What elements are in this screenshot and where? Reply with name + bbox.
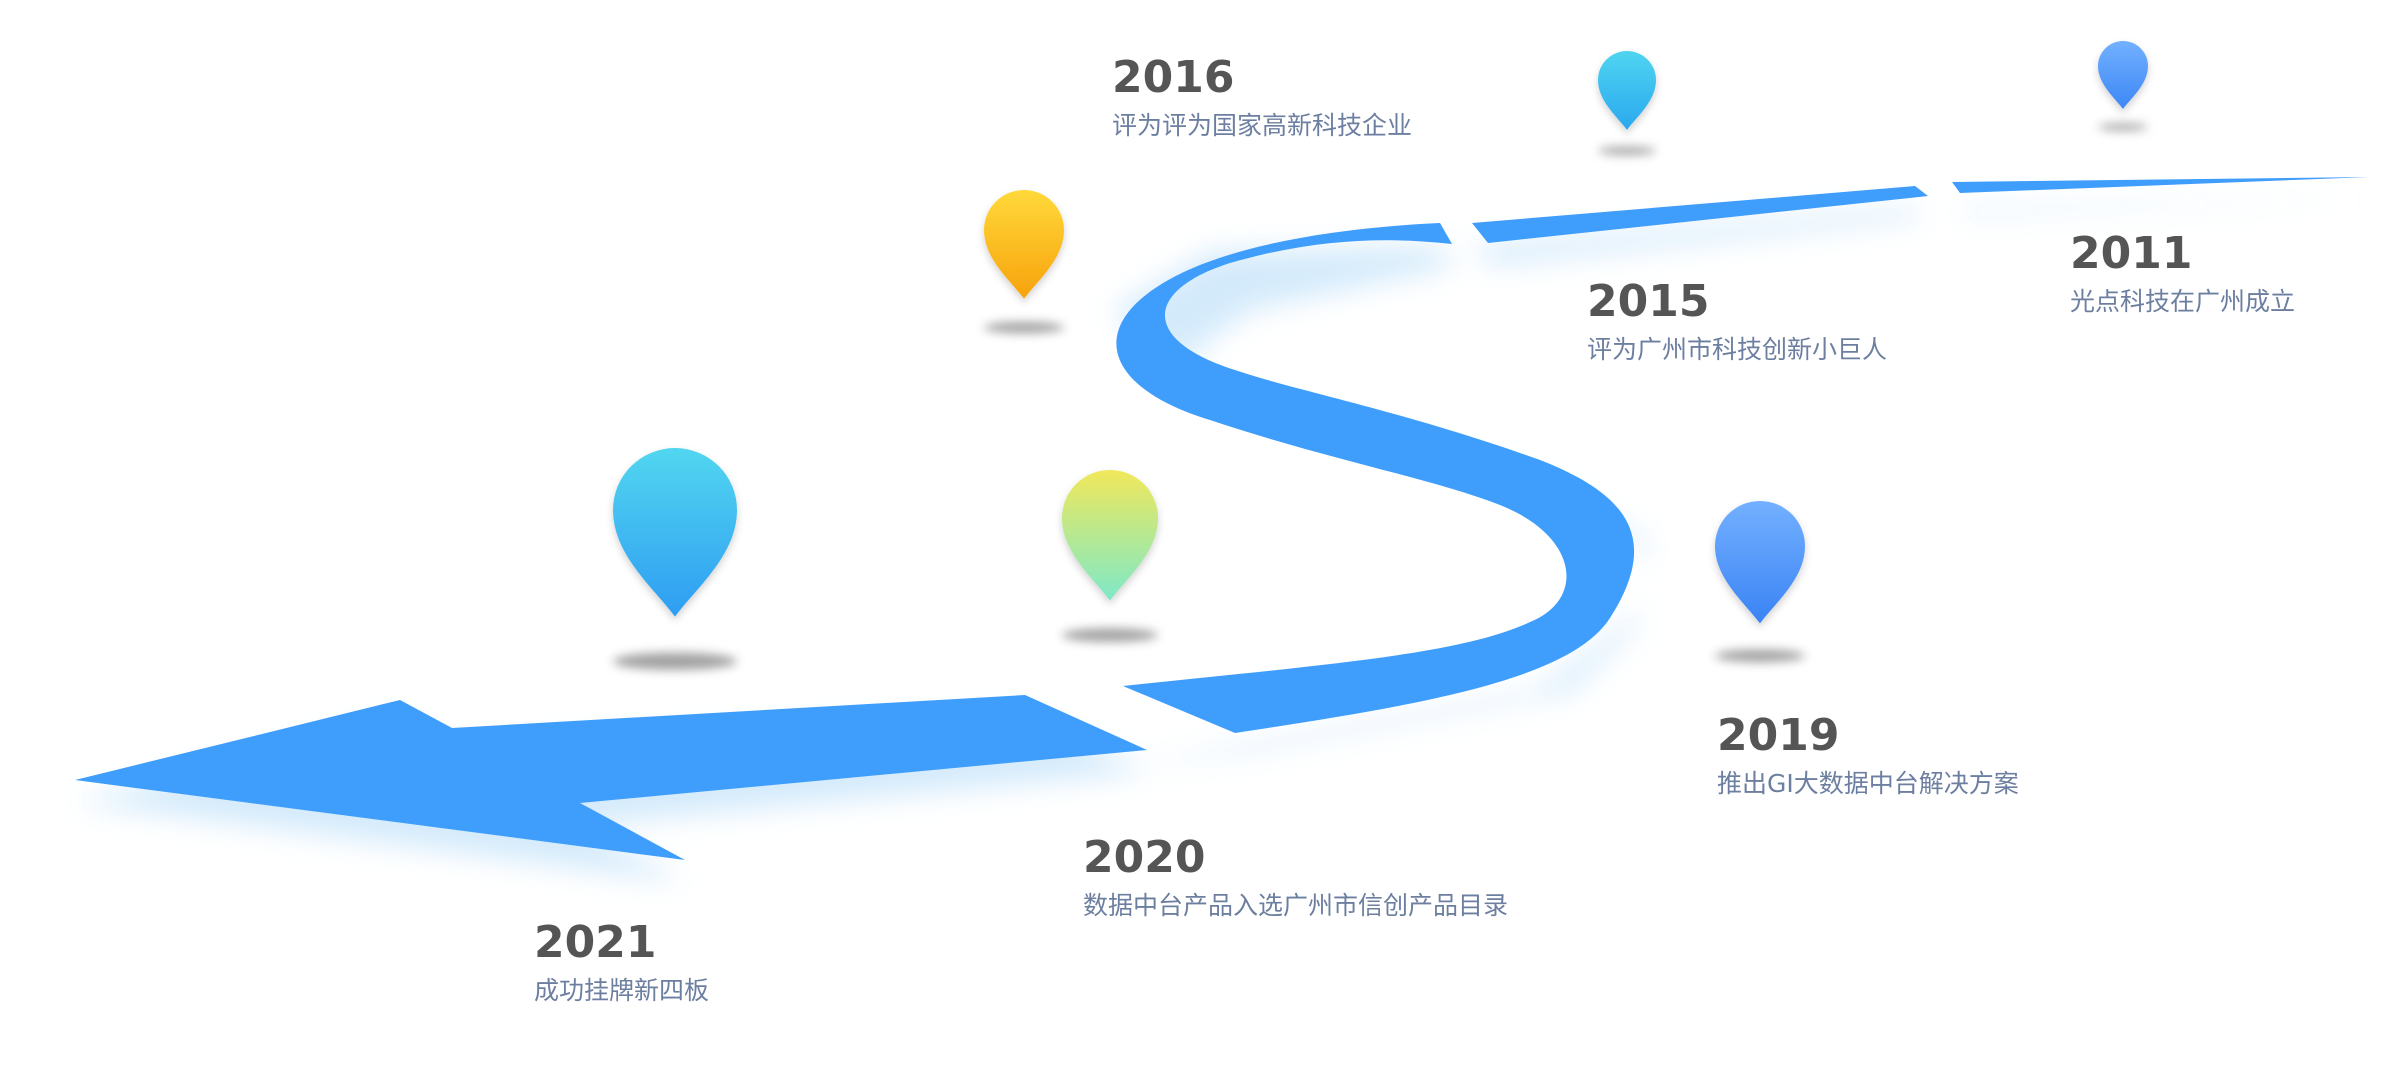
road-segment-far: [1952, 177, 2370, 193]
road-path: [75, 177, 2370, 860]
milestone-2019: 2019 推出GI大数据中台解决方案: [1717, 710, 2019, 802]
pin-body: [613, 448, 737, 617]
milestone-year: 2021: [534, 917, 657, 968]
location-pin-icon: [1715, 501, 1805, 663]
milestone-description: 评为广州市科技创新小巨人: [1587, 335, 1888, 364]
location-pin-icon: [984, 190, 1064, 334]
road-arrow: [75, 695, 1147, 860]
pin-shadow: [613, 652, 737, 670]
milestone-year: 2020: [1083, 832, 1206, 883]
milestone-2016: 2016 评为评为国家高新科技企业: [1112, 52, 1412, 144]
pin-shadow: [984, 322, 1064, 334]
location-pin-icon: [1062, 470, 1158, 642]
pin-body: [1062, 470, 1158, 601]
road-segment-thin: [1472, 186, 1928, 243]
pin-shadow: [1598, 146, 1656, 155]
milestone-year: 2016: [1112, 52, 1235, 103]
pin-body: [1715, 501, 1805, 624]
milestone-year: 2015: [1587, 276, 1710, 327]
milestone-2011: 2011 光点科技在广州成立: [2070, 228, 2295, 320]
milestone-description: 推出GI大数据中台解决方案: [1717, 769, 2019, 798]
milestone-2020: 2020 数据中台产品入选广州市信创产品目录: [1083, 832, 1508, 924]
location-pin-icon: [613, 448, 737, 670]
milestone-description: 数据中台产品入选广州市信创产品目录: [1083, 891, 1509, 920]
pin-body: [984, 190, 1064, 299]
milestone-year: 2019: [1717, 710, 1840, 761]
milestone-description: 成功挂牌新四板: [534, 976, 710, 1005]
pin-shadow: [2098, 123, 2148, 131]
road-segment-s-curve: [1116, 223, 1635, 733]
milestone-description: 光点科技在广州成立: [2070, 287, 2296, 316]
milestone-2021: 2021 成功挂牌新四板: [534, 917, 709, 1009]
milestone-description: 评为评为国家高新科技企业: [1112, 111, 1413, 140]
pin-shadow: [1715, 649, 1805, 663]
pin-body: [1598, 51, 1656, 130]
milestone-year: 2011: [2070, 228, 2193, 279]
milestone-2015: 2015 评为广州市科技创新小巨人: [1587, 276, 1887, 368]
location-pin-icon: [2098, 41, 2148, 131]
location-pin-icon: [1598, 51, 1656, 155]
pin-body: [2098, 41, 2148, 109]
pin-shadow: [1062, 628, 1158, 642]
